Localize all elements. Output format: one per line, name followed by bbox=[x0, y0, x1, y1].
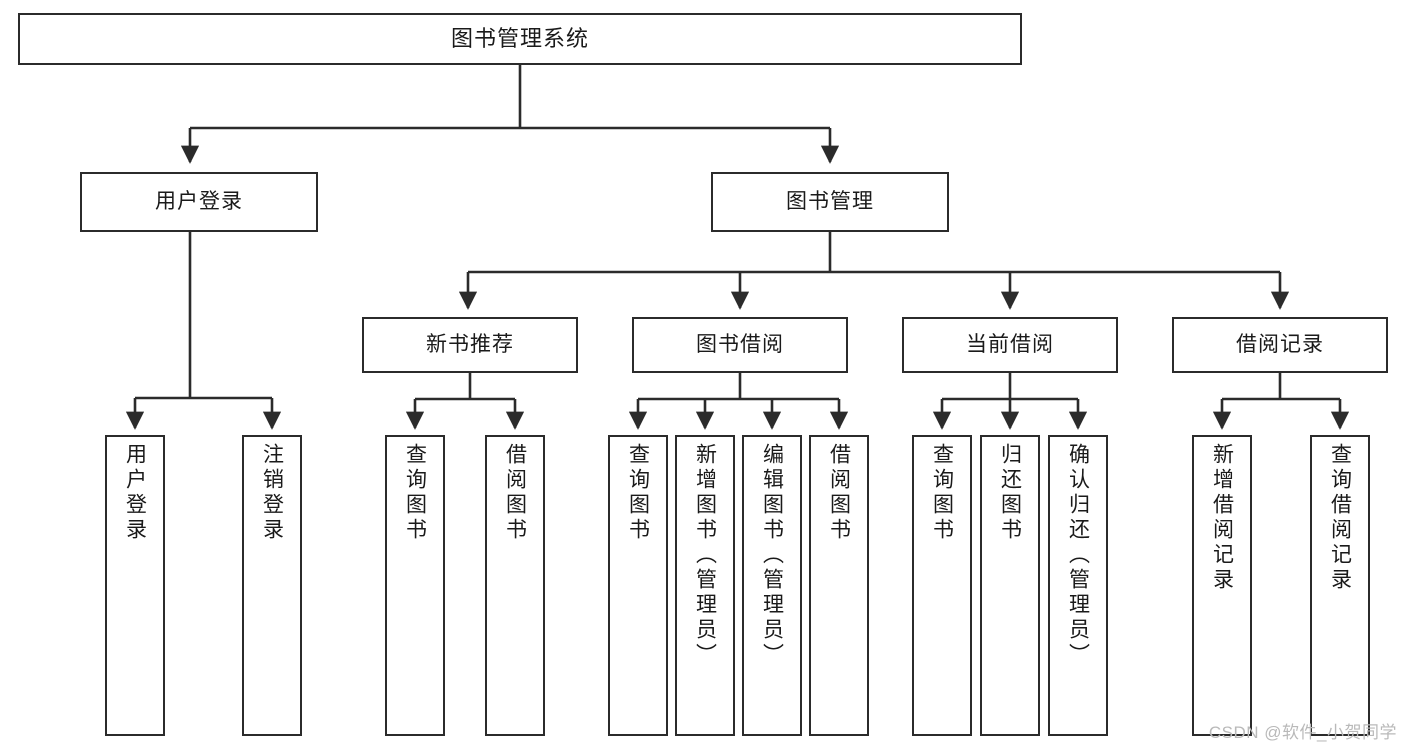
node-leaf-borrow-book-2[interactable]: 借阅图书 bbox=[809, 435, 869, 736]
node-leaf-add-book[interactable]: 新增图书（管理员） bbox=[675, 435, 735, 736]
node-new-book-recommend[interactable]: 新书推荐 bbox=[362, 317, 578, 373]
node-leaf-query-book-3-label: 查询图书 bbox=[930, 443, 954, 543]
node-borrow-record[interactable]: 借阅记录 bbox=[1172, 317, 1388, 373]
node-book-management[interactable]: 图书管理 bbox=[711, 172, 949, 232]
node-current-borrow-label: 当前借阅 bbox=[966, 332, 1054, 356]
node-leaf-borrow-book-1-label: 借阅图书 bbox=[503, 443, 527, 543]
watermark: CSDN @软件_小贺同学 bbox=[1208, 723, 1397, 742]
node-leaf-user-login-label: 用户登录 bbox=[123, 443, 147, 543]
node-leaf-add-borrow-record-label: 新增借阅记录 bbox=[1210, 443, 1234, 593]
node-leaf-query-book-2-label: 查询图书 bbox=[626, 443, 650, 543]
node-leaf-return-book[interactable]: 归还图书 bbox=[980, 435, 1040, 736]
node-root-label: 图书管理系统 bbox=[450, 26, 589, 52]
node-leaf-user-login[interactable]: 用户登录 bbox=[105, 435, 165, 736]
node-root[interactable]: 图书管理系统 bbox=[18, 13, 1022, 65]
node-leaf-query-borrow-record-label: 查询借阅记录 bbox=[1328, 443, 1352, 593]
node-leaf-logout-login[interactable]: 注销登录 bbox=[242, 435, 302, 736]
node-new-book-recommend-label: 新书推荐 bbox=[426, 332, 514, 356]
node-book-borrow-label: 图书借阅 bbox=[696, 332, 784, 356]
node-book-management-label: 图书管理 bbox=[786, 189, 874, 213]
node-leaf-return-book-label: 归还图书 bbox=[998, 443, 1022, 543]
node-leaf-confirm-return-label: 确认归还（管理员） bbox=[1066, 443, 1090, 668]
node-leaf-add-book-label: 新增图书（管理员） bbox=[693, 443, 717, 668]
node-leaf-query-borrow-record[interactable]: 查询借阅记录 bbox=[1310, 435, 1370, 736]
node-book-borrow[interactable]: 图书借阅 bbox=[632, 317, 848, 373]
node-leaf-edit-book-label: 编辑图书（管理员） bbox=[760, 443, 784, 668]
node-leaf-query-book-1[interactable]: 查询图书 bbox=[385, 435, 445, 736]
node-leaf-add-borrow-record[interactable]: 新增借阅记录 bbox=[1192, 435, 1252, 736]
node-leaf-query-book-1-label: 查询图书 bbox=[403, 443, 427, 543]
node-user-login-label: 用户登录 bbox=[155, 189, 243, 213]
node-leaf-query-book-2[interactable]: 查询图书 bbox=[608, 435, 668, 736]
node-borrow-record-label: 借阅记录 bbox=[1236, 332, 1324, 356]
node-leaf-confirm-return[interactable]: 确认归还（管理员） bbox=[1048, 435, 1108, 736]
node-current-borrow[interactable]: 当前借阅 bbox=[902, 317, 1118, 373]
node-leaf-edit-book[interactable]: 编辑图书（管理员） bbox=[742, 435, 802, 736]
node-leaf-query-book-3[interactable]: 查询图书 bbox=[912, 435, 972, 736]
node-user-login[interactable]: 用户登录 bbox=[80, 172, 318, 232]
node-leaf-logout-login-label: 注销登录 bbox=[260, 443, 284, 543]
node-leaf-borrow-book-2-label: 借阅图书 bbox=[827, 443, 851, 543]
node-leaf-borrow-book-1[interactable]: 借阅图书 bbox=[485, 435, 545, 736]
